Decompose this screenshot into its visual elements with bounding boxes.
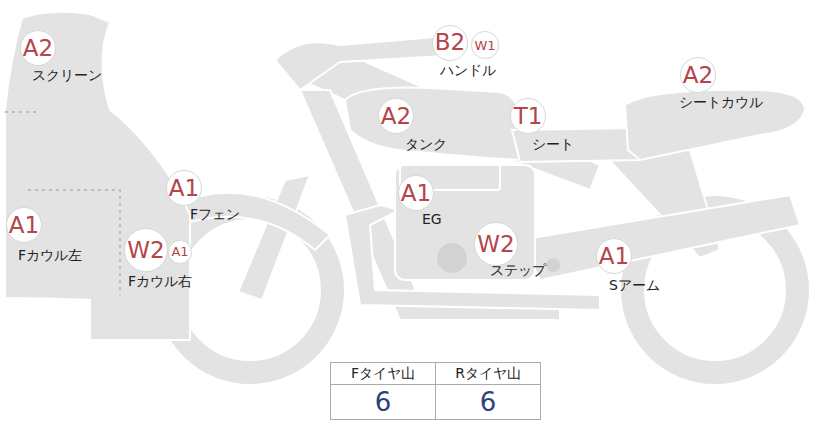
part-name: ステップ [490, 263, 546, 277]
part-name: シート [532, 137, 574, 151]
damage-code: A1 [9, 214, 39, 237]
damage-circle: A1 [596, 238, 632, 274]
part-name: Fカウル右 [128, 274, 192, 288]
damage-code: W1 [474, 39, 495, 52]
screen-division [5, 111, 40, 113]
damage-circle: A2 [378, 98, 414, 134]
tank [345, 88, 525, 161]
damage-circle: A1 [168, 240, 191, 263]
damage-code: A1 [599, 245, 629, 268]
damage-circle: A2 [20, 30, 56, 66]
damage-circle: A2 [680, 57, 716, 93]
part-name: ハンドル [440, 63, 496, 77]
damage-code: A1 [171, 245, 188, 258]
damage-code: W2 [477, 233, 514, 256]
damage-circle: A1 [166, 170, 202, 206]
tire-table [330, 362, 541, 420]
cowl-division [28, 190, 120, 295]
part-name: Fフェン [190, 207, 240, 221]
fairing [5, 12, 190, 340]
part-name: EG [422, 212, 442, 226]
step-peg [546, 258, 560, 272]
damage-circle: W2 [124, 228, 167, 271]
swingarm [520, 195, 800, 280]
damage-circle: W2 [474, 222, 517, 265]
damage-code: A2 [683, 64, 713, 87]
part-name: タンク [405, 137, 447, 151]
damage-code: B2 [435, 31, 465, 54]
damage-code: T1 [514, 105, 543, 128]
part-name: スクリーン [32, 68, 102, 82]
seat-cowl [625, 90, 805, 160]
part-name: シートカウル [679, 95, 763, 109]
damage-code: A1 [401, 182, 431, 205]
engine-cover [437, 243, 467, 273]
damage-circle: A1 [6, 207, 42, 243]
damage-code: A2 [381, 105, 411, 128]
damage-circle: T1 [510, 98, 546, 134]
table-cell: 6 [375, 389, 392, 415]
part-name: Fカウル左 [18, 248, 82, 262]
damage-code: A1 [169, 177, 199, 200]
front-fender [175, 193, 330, 250]
table-cell: Fタイヤ山 [351, 366, 415, 380]
part-name: Sアーム [609, 278, 660, 292]
damage-circle: A1 [398, 175, 434, 211]
table-cell: 6 [480, 389, 497, 415]
damage-code: A2 [23, 37, 53, 60]
damage-code: W2 [127, 239, 164, 262]
damage-circle: W1 [471, 31, 498, 58]
table-cell: Rタイヤ山 [455, 366, 521, 380]
